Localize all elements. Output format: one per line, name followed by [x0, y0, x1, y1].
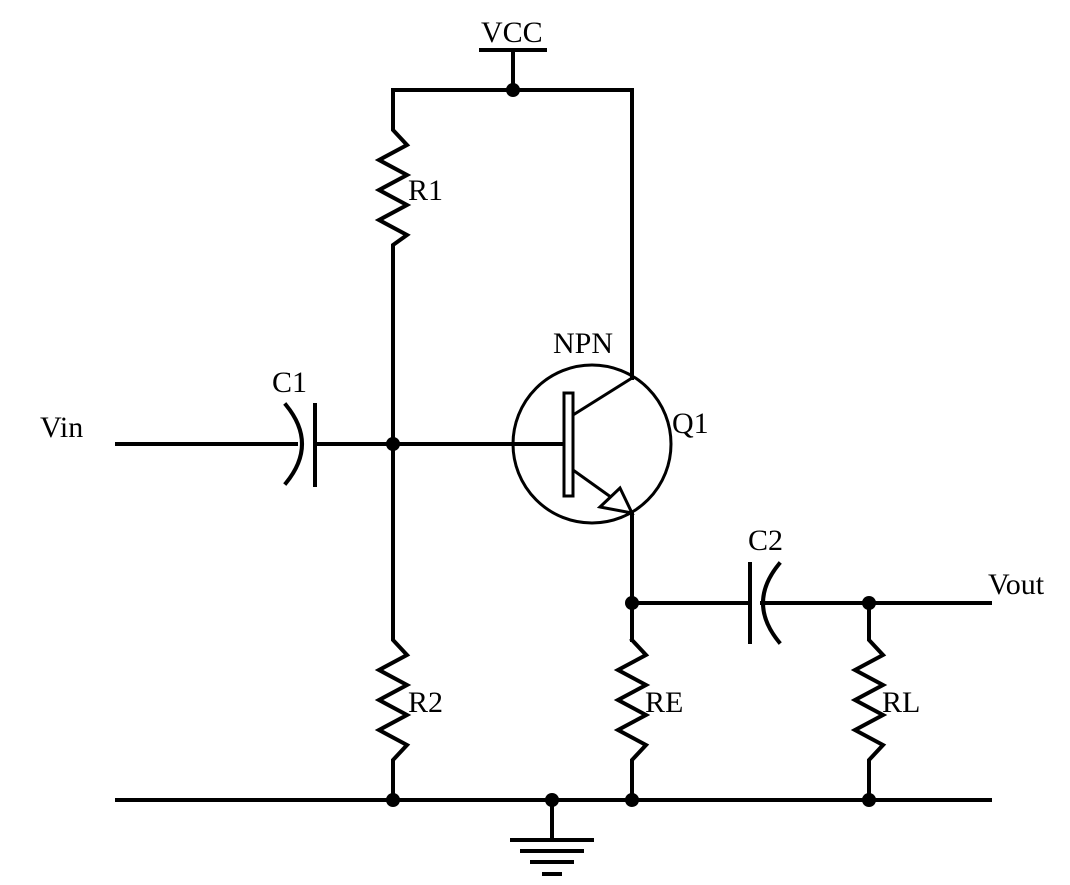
ground-icon [510, 798, 594, 876]
c2-label: C2 [748, 524, 783, 557]
r2-label: R2 [408, 686, 443, 719]
junction-r2-ground [386, 793, 400, 807]
junction-vcc [506, 83, 520, 97]
q1-label: Q1 [672, 407, 709, 440]
resistor-r2 [374, 442, 412, 802]
vcc-label: VCC [481, 16, 543, 49]
junction-rl-ground [862, 793, 876, 807]
rl-label: RL [882, 686, 920, 719]
junction-re-ground [625, 793, 639, 807]
vin-label: Vin [40, 411, 83, 444]
vout-label: Vout [988, 568, 1045, 601]
re-label: RE [645, 686, 683, 719]
resistor-rl [850, 601, 888, 802]
resistor-re [613, 637, 651, 802]
r1-label: R1 [408, 174, 443, 207]
c1-label: C1 [272, 366, 307, 399]
npn-label: NPN [553, 327, 613, 360]
capacitor-c1-curved-plate [283, 402, 304, 486]
transistor-q1 [511, 363, 673, 525]
top-rail-wire [391, 88, 634, 380]
resistor-r1 [374, 88, 412, 442]
